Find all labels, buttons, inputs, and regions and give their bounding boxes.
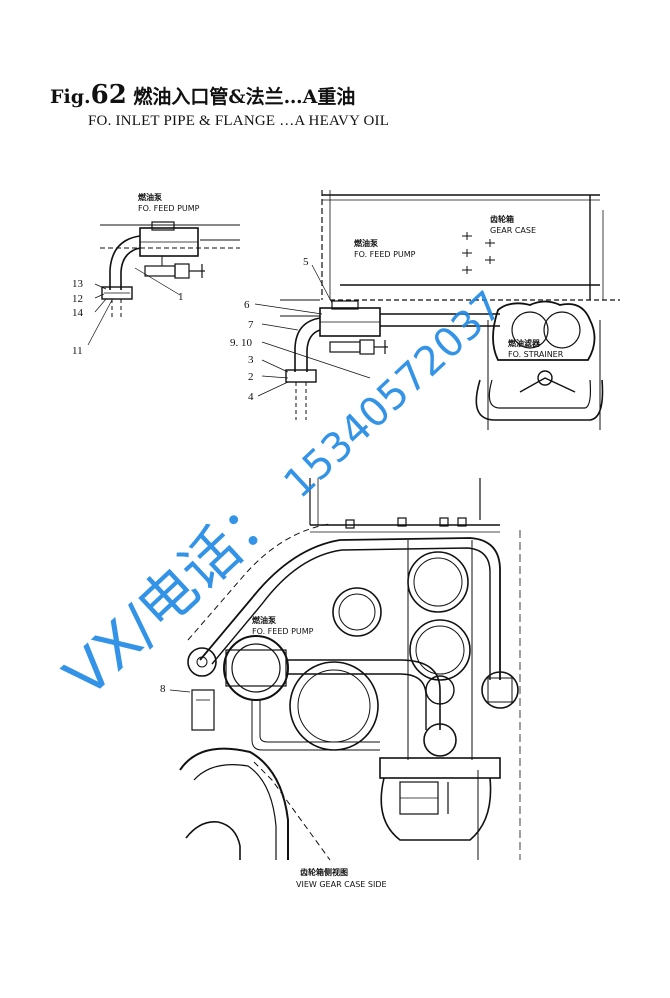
label-feed-pump-en-3: FO. FEED PUMP	[252, 627, 314, 636]
callout-14: 14	[72, 307, 84, 319]
watermark-contact: VX/电话：	[51, 474, 297, 710]
detail-left	[87, 221, 240, 346]
gear-case-side-view	[169, 478, 521, 861]
callout-7: 7	[248, 319, 254, 331]
label-feed-pump-en-2: FO. FEED PUMP	[354, 250, 416, 259]
fo-strainer	[475, 300, 604, 430]
label-strainer-cn: 燃油滤器	[508, 338, 541, 348]
callout-11: 11	[72, 345, 83, 357]
caption-view-cn: 齿轮箱侧视图	[300, 867, 348, 877]
flange-small	[101, 286, 133, 300]
label-feed-pump-cn-1: 燃油泵	[138, 192, 162, 202]
figure-title-chinese: Fig.62 燃油入口管&法兰…A重油	[50, 80, 355, 110]
label-feed-pump-en-1: FO. FEED PUMP	[138, 204, 200, 213]
figure-title-cn-text: 燃油入口管&法兰…A重油	[133, 86, 356, 108]
callout-2: 2	[248, 371, 254, 383]
caption-view-en: VIEW GEAR CASE SIDE	[296, 880, 387, 889]
callout-9-10: 9. 10	[230, 337, 253, 349]
label-gear-case-en: GEAR CASE	[490, 226, 536, 235]
callout-4: 4	[248, 391, 254, 403]
callout-13: 13	[72, 278, 84, 290]
callout-12: 12	[72, 293, 83, 305]
label-gear-case-cn: 齿轮箱	[490, 214, 514, 224]
feed-pump-side-view	[223, 635, 400, 701]
figure-prefix: Fig.	[50, 86, 91, 108]
figure-number: 62	[90, 80, 127, 110]
figure-title-english: FO. INLET PIPE & FLANGE …A HEAVY OIL	[88, 113, 390, 129]
label-feed-pump-cn-2: 燃油泵	[354, 238, 378, 248]
callout-6: 6	[244, 299, 250, 311]
detail-right	[254, 190, 620, 430]
callout-8: 8	[160, 683, 166, 695]
label-strainer-en: FO. STRAINER	[508, 350, 564, 359]
callout-5: 5	[303, 256, 309, 268]
callout-3: 3	[248, 354, 254, 366]
callout-1: 1	[178, 291, 184, 303]
label-feed-pump-cn-3: 燃油泵	[252, 615, 276, 625]
